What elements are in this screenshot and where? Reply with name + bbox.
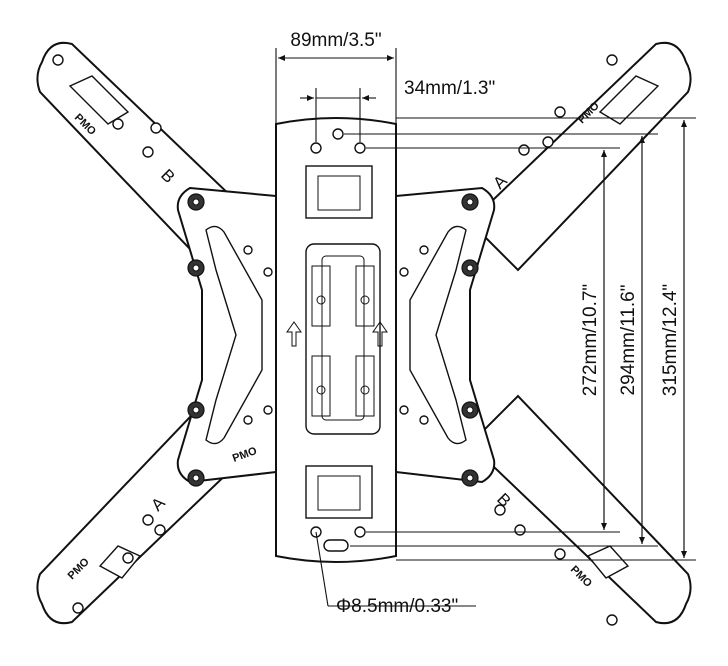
arm-upper-right: PMO A xyxy=(468,41,692,272)
dim-label-width-inner: 34mm/1.3" xyxy=(404,78,495,99)
arm-brand-stamp-4: PMO xyxy=(568,564,595,591)
dim-label-height-315: 315mm/12.4" xyxy=(660,284,681,396)
vertical-rail xyxy=(275,117,397,563)
dimension-lines xyxy=(275,48,696,607)
dim-label-hole-diameter: Φ8.5mm/0.33" xyxy=(336,596,458,617)
dim-label-height-272: 272mm/10.7" xyxy=(580,284,601,396)
dim-label-width-outer: 89mm/3.5" xyxy=(290,30,381,51)
dim-label-height-294: 294mm/11.6" xyxy=(618,285,639,396)
arm-lower-right: PMO B xyxy=(468,394,692,626)
